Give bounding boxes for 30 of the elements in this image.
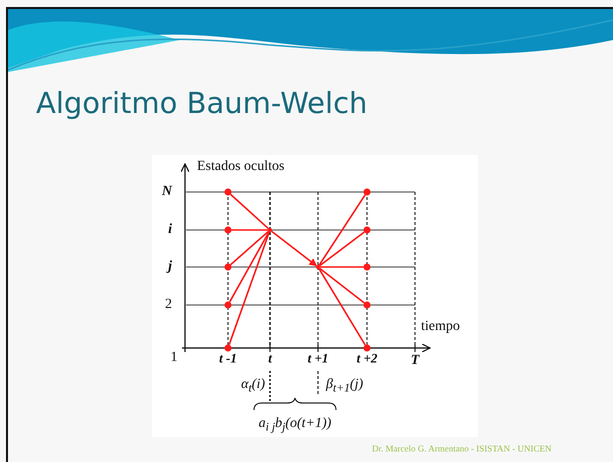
transition-line	[230, 194, 270, 230]
time-label: t +1	[308, 352, 328, 364]
formula: a$_{i j}$b$_{j}$(o(t+1))	[258, 416, 332, 434]
footer-credit: Dr. Marcelo G. Armentano - ISISTAN - UNICEN	[372, 444, 552, 454]
formula: β$_{t+1}$(j)	[326, 378, 364, 394]
slide-title: Algoritmo Baum-Welch	[36, 86, 368, 120]
axis-title: Estados ocultos	[197, 160, 284, 174]
transition-line	[229, 231, 270, 302]
state-label: 2	[165, 298, 172, 312]
transition-arrow	[271, 230, 318, 266]
state-label: j	[168, 260, 172, 274]
transition-line	[319, 231, 365, 266]
transition-line	[319, 268, 365, 304]
transition-line	[228, 232, 270, 345]
time-label: 1	[170, 351, 178, 365]
transition-line	[318, 194, 366, 266]
transition-line	[232, 229, 268, 231]
state-label: N	[162, 185, 172, 199]
transition-line	[320, 266, 364, 268]
time-label: t -1	[219, 352, 237, 364]
formula: α$_{t}$(i)	[241, 378, 265, 394]
axis-title: tiempo	[421, 320, 460, 334]
state-label: i	[168, 223, 172, 237]
state-dot	[268, 228, 272, 232]
time-label: T	[410, 354, 420, 368]
transition-line	[318, 268, 366, 346]
time-label: t	[268, 352, 272, 364]
transition-line	[230, 230, 270, 266]
state-dot	[316, 265, 320, 269]
time-label: t +2	[356, 352, 378, 364]
